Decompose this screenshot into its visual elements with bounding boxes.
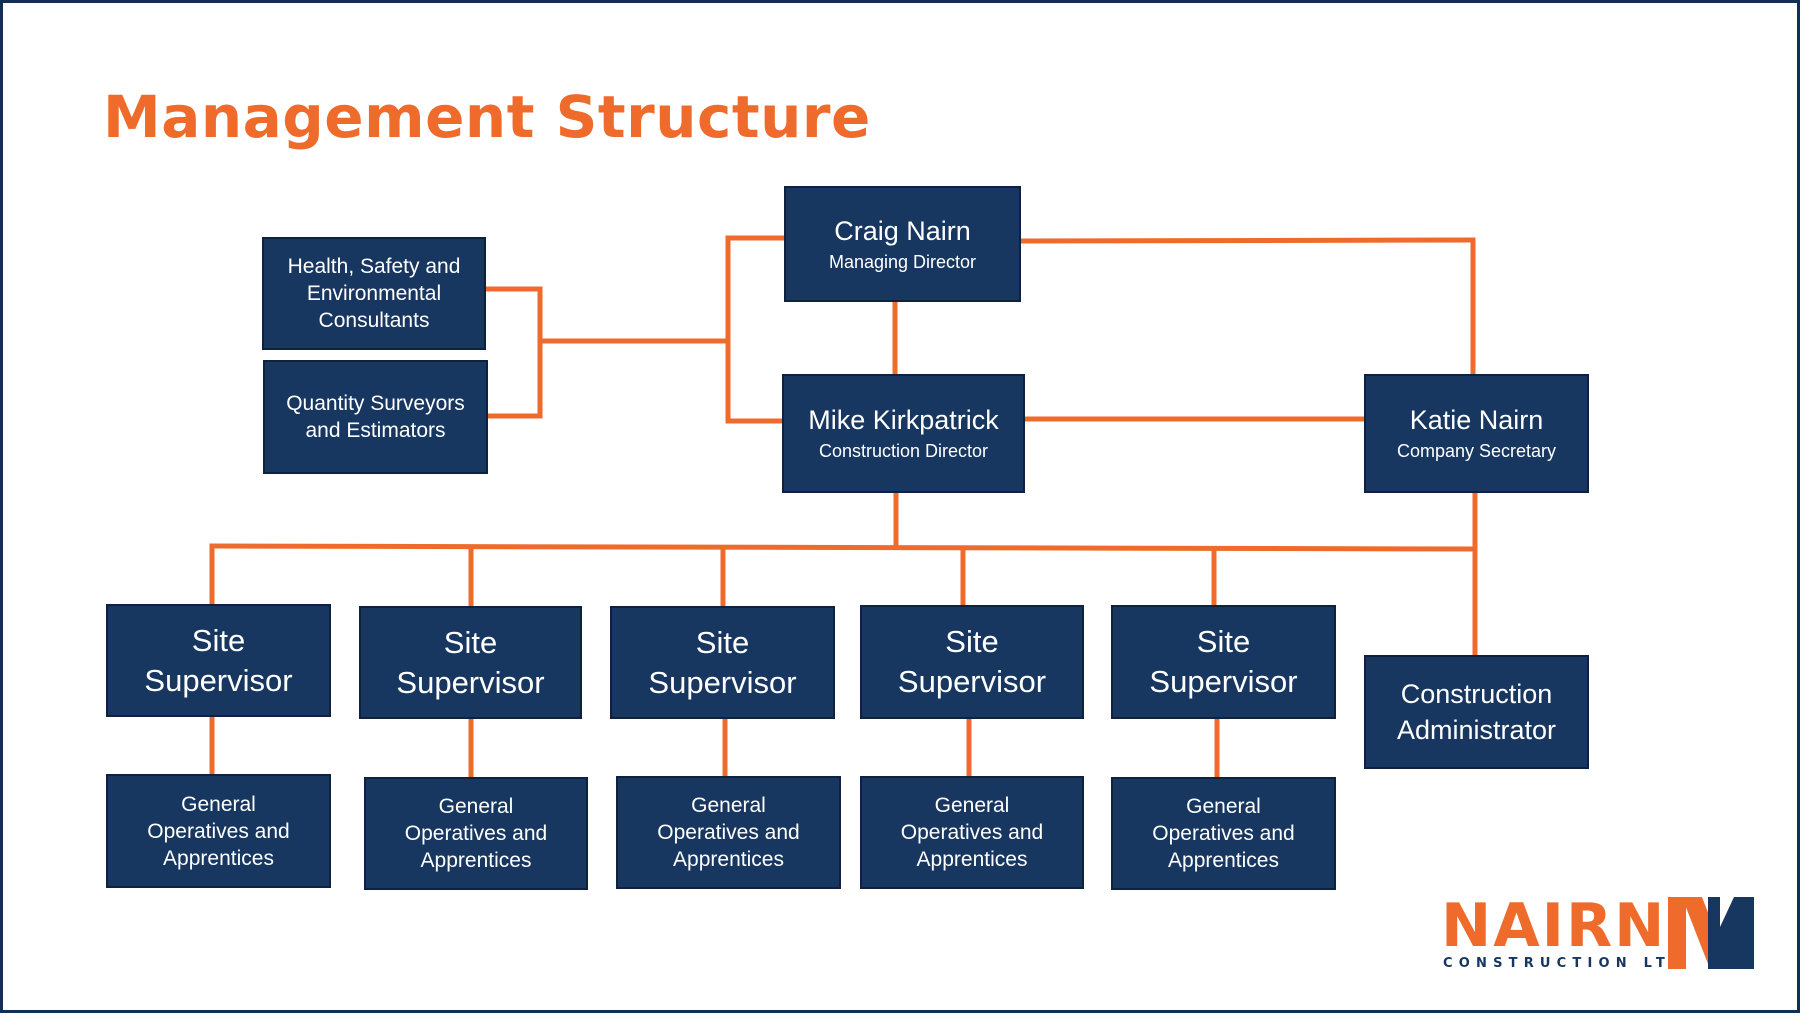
node-hse-consultants: Health, Safety and Environmental Consult… [262,237,486,350]
node-general-operatives: General Operatives and Apprentices [860,776,1084,889]
node-site-supervisor: Site Supervisor [106,604,331,717]
logo-wordmark: NAIRN [1441,891,1667,961]
node-label: Site Supervisor [144,622,293,698]
node-site-supervisor: Site Supervisor [359,606,582,719]
node-label: General Operatives and Apprentices [404,795,548,872]
node-construction-director: Mike Kirkpatrick Construction Director [782,374,1025,493]
node-construction-administrator: Construction Administrator [1364,655,1589,769]
node-site-supervisor: Site Supervisor [610,606,835,719]
logo-subtitle: CONSTRUCTION LTD [1443,956,1688,971]
node-site-supervisor: Site Supervisor [860,605,1084,719]
node-general-operatives: General Operatives and Apprentices [364,777,588,890]
node-name: Katie Nairn [1409,405,1544,435]
node-role: Managing Director [828,251,977,272]
node-name: Craig Nairn [834,215,971,246]
page-title: Management Structure [103,83,871,151]
node-label: Construction Administrator [1396,679,1557,745]
logo-mark-icon [1668,897,1754,969]
node-label: Site Supervisor [396,624,545,700]
node-label: Health, Safety and Environmental Consult… [287,255,461,332]
connector-lines [209,235,1478,781]
node-site-supervisor: Site Supervisor [1111,605,1336,719]
node-role: Company Secretary [1396,441,1557,461]
node-company-secretary: Katie Nairn Company Secretary [1364,374,1589,493]
node-quantity-surveyors: Quantity Surveyors and Estimators [263,360,488,474]
connector-line [1017,237,1476,244]
node-label: General Operatives and Apprentices [147,792,290,870]
node-general-operatives: General Operatives and Apprentices [106,774,331,888]
node-label: Site Supervisor [1149,624,1298,699]
node-general-operatives: General Operatives and Apprentices [1111,777,1336,890]
node-role: Construction Director [818,441,989,461]
node-general-operatives: General Operatives and Apprentices [616,776,841,889]
node-label: Site Supervisor [897,624,1047,699]
node-label: Quantity Surveyors and Estimators [286,392,465,442]
node-name: Mike Kirkpatrick [808,405,999,435]
node-label: General Operatives and Apprentices [900,794,1044,871]
node-label: Site Supervisor [648,624,797,700]
node-label: General Operatives and Apprentices [657,794,800,871]
company-logo: NAIRN CONSTRUCTION LTD [1441,896,1757,972]
node-label: General Operatives and Apprentices [1152,795,1295,872]
node-managing-director: Craig Nairn Managing Director [784,186,1021,302]
connector-line [209,543,1478,552]
